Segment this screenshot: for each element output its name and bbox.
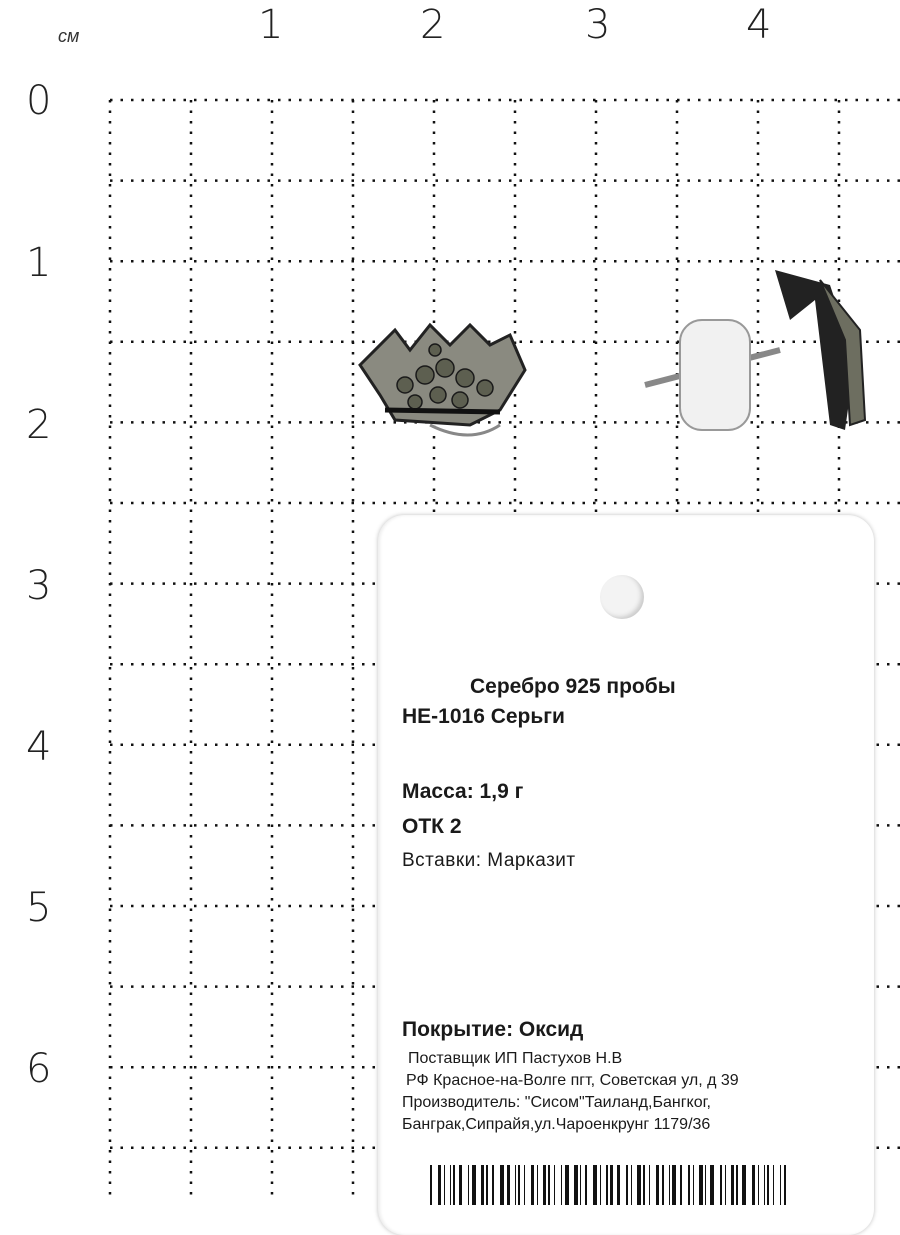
barcode-bar bbox=[705, 1165, 706, 1205]
barcode-bar bbox=[626, 1165, 628, 1205]
barcode-bar bbox=[531, 1165, 534, 1205]
tag-manufacturer-address: Банграк,Сипрайя,ул.Чароенкрунг 1179/36 bbox=[402, 1116, 711, 1133]
barcode-bar bbox=[764, 1165, 765, 1205]
barcode-bar bbox=[669, 1165, 670, 1205]
barcode-bar bbox=[656, 1165, 659, 1205]
barcode-bar bbox=[430, 1165, 432, 1205]
left-label-6: 6 bbox=[26, 1046, 52, 1092]
barcode-bar bbox=[725, 1165, 726, 1205]
earrings-photo bbox=[358, 270, 867, 437]
top-label-3: 3 bbox=[585, 2, 611, 48]
barcode-bar bbox=[699, 1165, 703, 1205]
barcode bbox=[430, 1165, 786, 1205]
barcode-bar bbox=[574, 1165, 578, 1205]
barcode-bar bbox=[631, 1165, 632, 1205]
barcode-bar bbox=[486, 1165, 488, 1205]
top-label-2: 2 bbox=[420, 2, 446, 48]
barcode-bar bbox=[720, 1165, 722, 1205]
unit-label: см bbox=[58, 26, 80, 46]
top-label-4: 4 bbox=[746, 2, 772, 48]
barcode-bar bbox=[780, 1165, 781, 1205]
barcode-bar bbox=[767, 1165, 769, 1205]
barcode-bar bbox=[693, 1165, 694, 1205]
tag-coating: Покрытие: Оксид bbox=[402, 1018, 584, 1041]
tag-otk: ОТК 2 bbox=[402, 815, 462, 838]
barcode-bar bbox=[672, 1165, 676, 1205]
barcode-bar bbox=[565, 1165, 569, 1205]
tag-hole bbox=[600, 575, 644, 619]
barcode-bar bbox=[468, 1165, 469, 1205]
barcode-bar bbox=[742, 1165, 746, 1205]
barcode-bar bbox=[585, 1165, 587, 1205]
barcode-bar bbox=[773, 1165, 774, 1205]
barcode-bar bbox=[524, 1165, 525, 1205]
barcode-bar bbox=[438, 1165, 441, 1205]
barcode-bar bbox=[606, 1165, 608, 1205]
barcode-bar bbox=[736, 1165, 738, 1205]
barcode-bar bbox=[507, 1165, 510, 1205]
crown-earring-side bbox=[644, 270, 867, 431]
tag-supplier: Поставщик ИП Пастухов Н.В bbox=[408, 1050, 623, 1067]
barcode-bar bbox=[662, 1165, 664, 1205]
barcode-bar bbox=[643, 1165, 645, 1205]
barcode-bar bbox=[710, 1165, 714, 1205]
barcode-bar bbox=[500, 1165, 504, 1205]
barcode-bar bbox=[492, 1165, 494, 1205]
tag-article: HE-1016 Серьги bbox=[402, 705, 565, 728]
barcode-bar bbox=[444, 1165, 445, 1205]
barcode-bar bbox=[680, 1165, 682, 1205]
left-label-1: 1 bbox=[26, 240, 52, 286]
barcode-bar bbox=[610, 1165, 613, 1205]
barcode-bar bbox=[617, 1165, 620, 1205]
barcode-bar bbox=[649, 1165, 650, 1205]
price-tag bbox=[378, 515, 874, 1235]
tag-address: РФ Красное-на-Волге пгт, Советская ул, д… bbox=[406, 1072, 739, 1089]
barcode-bar bbox=[758, 1165, 759, 1205]
left-label-0: 0 bbox=[26, 78, 52, 124]
barcode-bar bbox=[450, 1165, 451, 1205]
barcode-bar bbox=[593, 1165, 597, 1205]
barcode-bar bbox=[472, 1165, 476, 1205]
tag-inserts: Вставки: Марказит bbox=[402, 850, 576, 871]
barcode-bar bbox=[518, 1165, 520, 1205]
barcode-bar bbox=[784, 1165, 786, 1205]
barcode-bar bbox=[688, 1165, 690, 1205]
left-label-5: 5 bbox=[26, 885, 52, 931]
left-label-3: 3 bbox=[26, 563, 52, 609]
barcode-bar bbox=[580, 1165, 581, 1205]
barcode-bar bbox=[554, 1165, 555, 1205]
left-label-2: 2 bbox=[26, 402, 52, 448]
barcode-bar bbox=[537, 1165, 538, 1205]
tag-manufacturer: Производитель: "Сисом"Таиланд,Бангког, bbox=[402, 1094, 711, 1111]
top-label-1: 1 bbox=[258, 2, 284, 48]
barcode-bar bbox=[561, 1165, 562, 1205]
barcode-bar bbox=[637, 1165, 641, 1205]
barcode-bar bbox=[481, 1165, 484, 1205]
tag-weight: Масса: 1,9 г bbox=[402, 780, 524, 803]
barcode-bar bbox=[731, 1165, 734, 1205]
tag-material: Серебро 925 пробы bbox=[470, 675, 676, 698]
barcode-bar bbox=[459, 1165, 462, 1205]
barcode-bar bbox=[543, 1165, 546, 1205]
barcode-bar bbox=[600, 1165, 601, 1205]
barcode-bar bbox=[752, 1165, 755, 1205]
crown-earring-front bbox=[358, 322, 527, 437]
barcode-bar bbox=[453, 1165, 455, 1205]
barcode-bar bbox=[548, 1165, 550, 1205]
barcode-bar bbox=[515, 1165, 516, 1205]
left-label-4: 4 bbox=[26, 724, 52, 770]
